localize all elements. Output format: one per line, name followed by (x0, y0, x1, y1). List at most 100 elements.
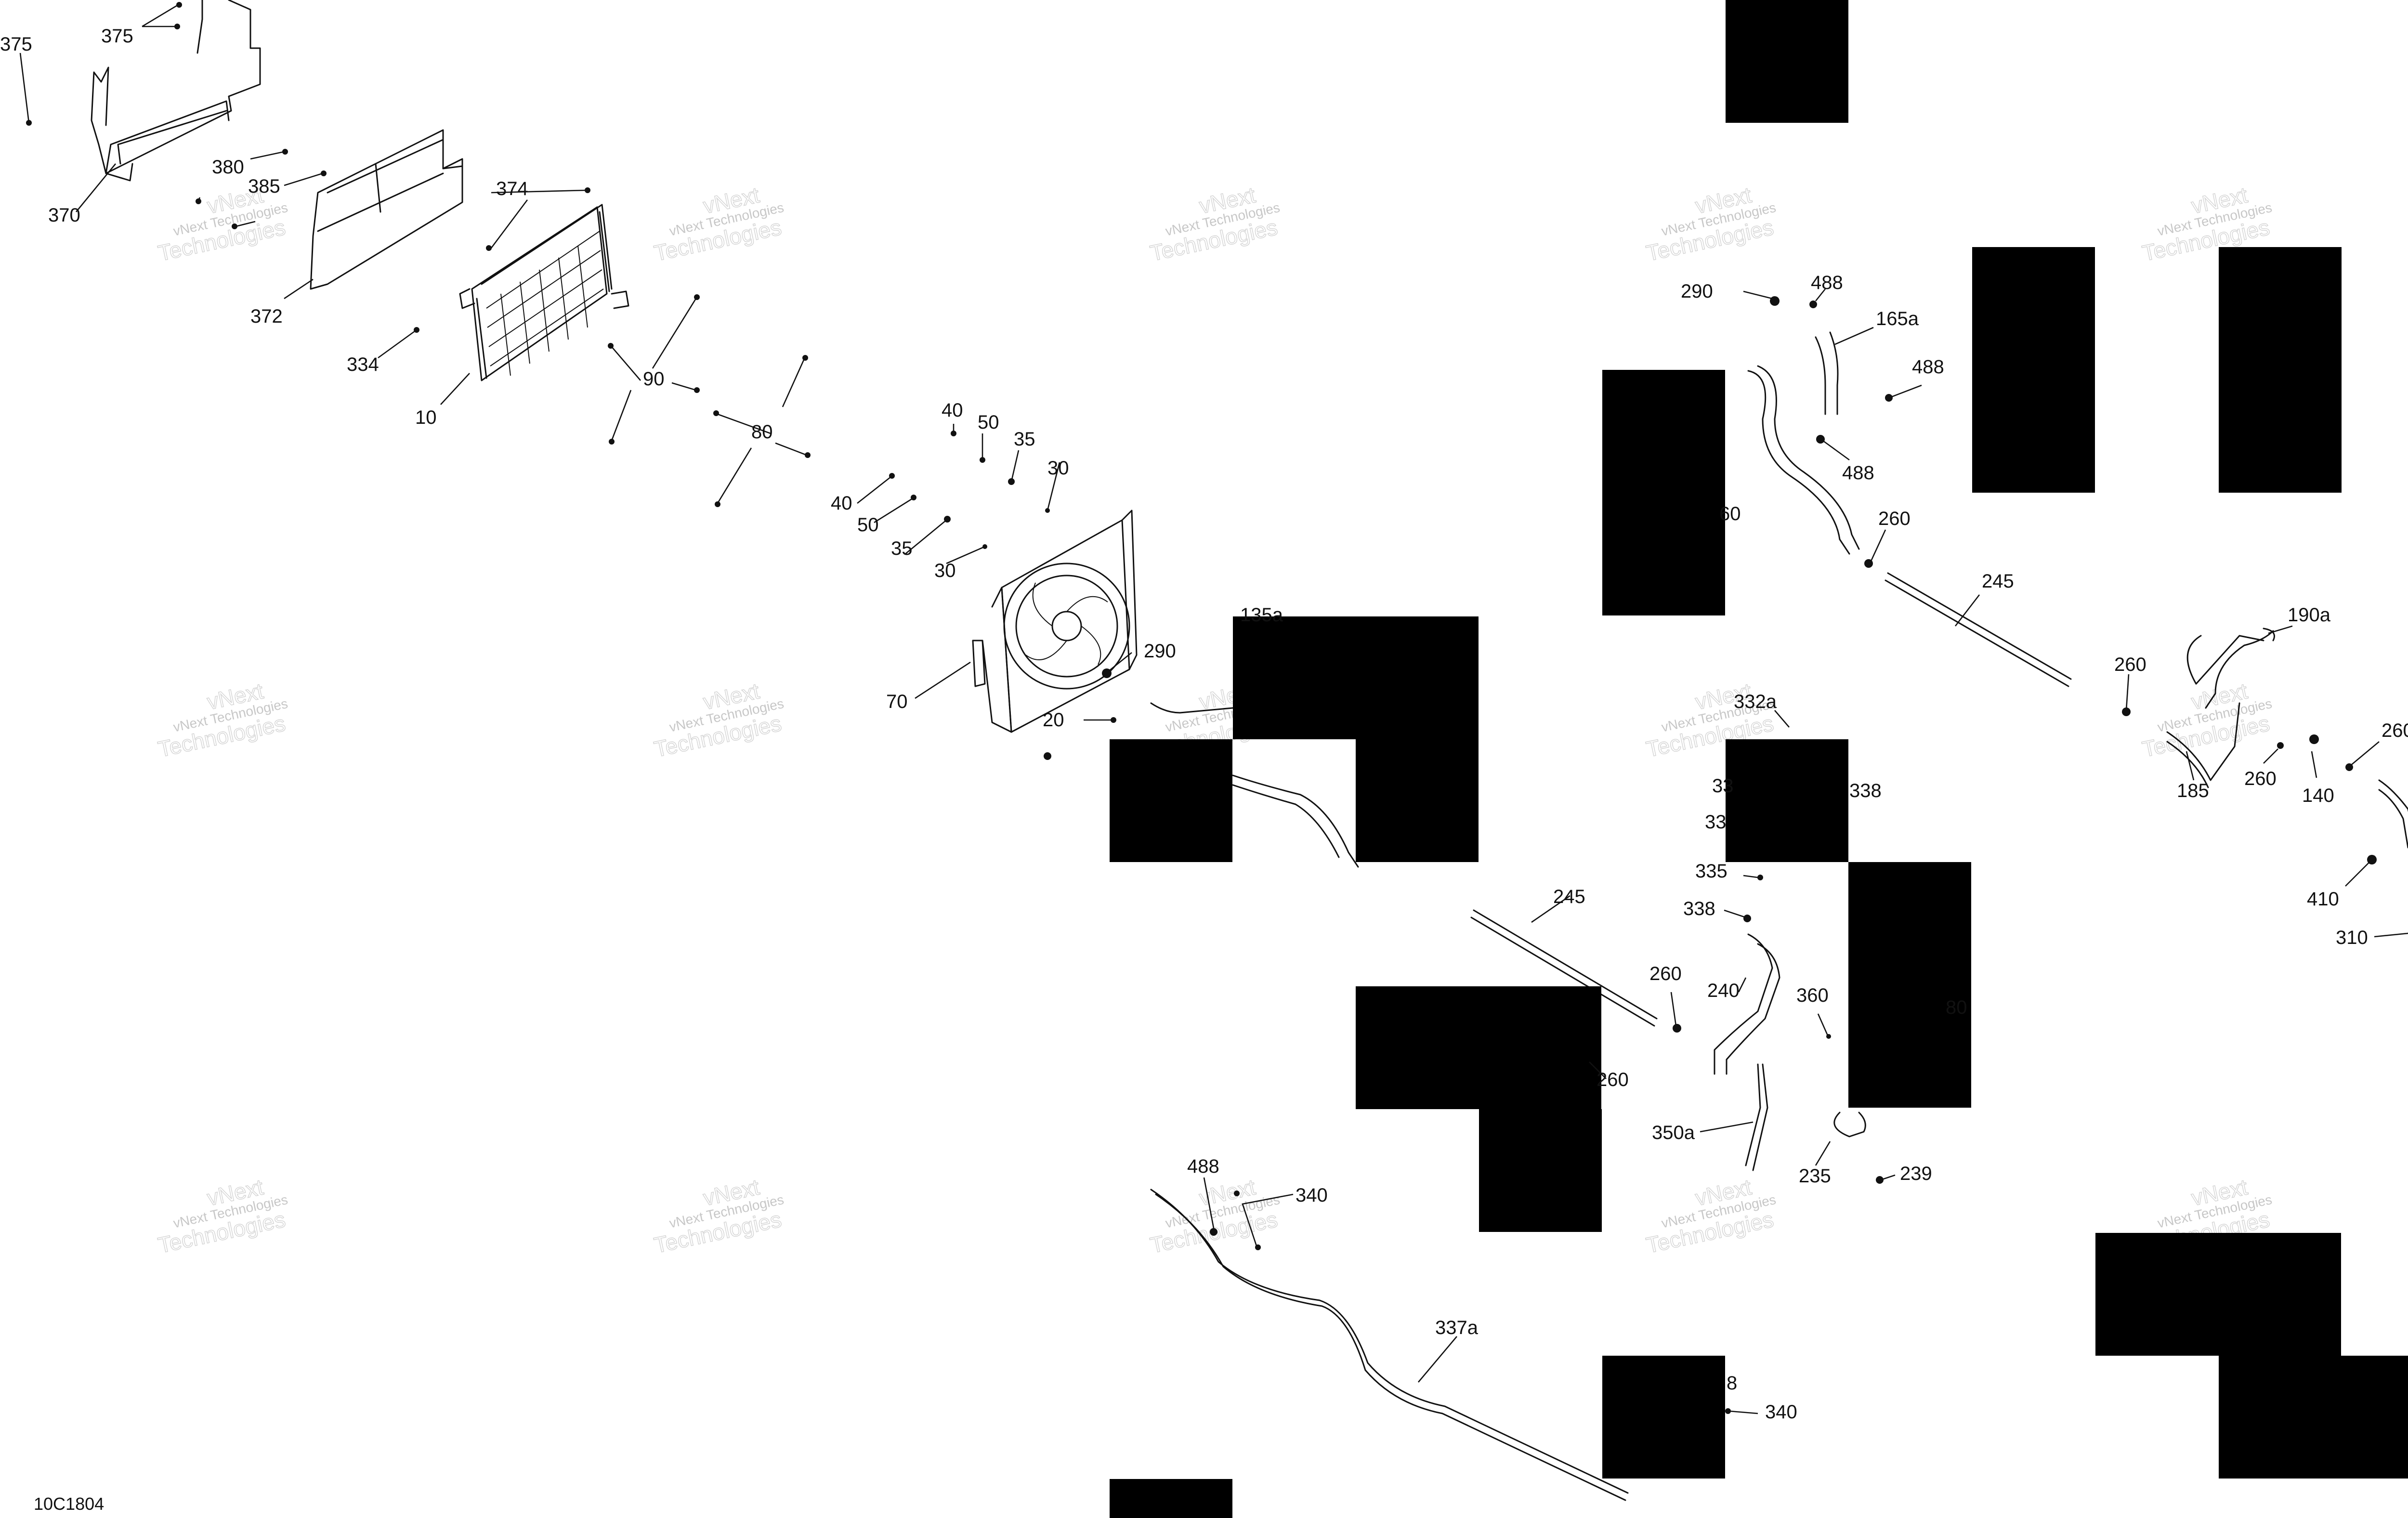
callout-label: 260 (2114, 654, 2146, 675)
hose-60 (1747, 365, 1860, 555)
redaction-block (1110, 739, 1232, 862)
callout-label: 350a (1652, 1122, 1695, 1143)
shroud (310, 129, 463, 290)
callout-label: 375 (0, 34, 32, 55)
callout-label: 337a (1435, 1317, 1479, 1338)
callout-label: 340 (1296, 1185, 1328, 1206)
callout-label: 372 (250, 306, 283, 327)
redaction-layer (1110, 0, 2408, 1518)
diagram-code: 10C1804 (34, 1494, 104, 1514)
callout-label: 340 (1765, 1401, 1797, 1423)
redaction-block (1972, 247, 2095, 493)
callout-label: 185 (2177, 780, 2209, 801)
watermark: vNext vNext Technologies Technologies (1644, 1174, 1777, 1258)
callout-label: 239 (1900, 1163, 1932, 1184)
callout-label: 334 (347, 354, 379, 375)
hose-235 (1833, 1112, 1866, 1138)
watermark: vNext vNext Technologies Technologies (1148, 1174, 1281, 1258)
redaction-block (1356, 986, 1601, 1109)
watermark: vNext vNext Technologies Technologies (2140, 678, 2273, 762)
callout-label: 245 (1553, 886, 1585, 907)
callout-label: 140 (2302, 785, 2334, 806)
callout-label: 488 (1842, 462, 1874, 484)
watermark: vNext vNext Technologies Technologies (156, 1174, 289, 1258)
callout-label: 240 (1707, 980, 1740, 1001)
hose-240 (1714, 933, 1780, 1075)
callout-label: 335 (1695, 861, 1727, 882)
redaction-block (1602, 1356, 1725, 1479)
fan-assembly (972, 510, 1138, 733)
radiator (459, 204, 629, 381)
callout-label: 80 (1946, 997, 1967, 1018)
tube-245-lower (1470, 909, 1658, 1027)
watermark: vNext vNext Technologies Technologies (1148, 182, 1281, 266)
callout-label: 360 (1796, 985, 1829, 1006)
callout-label: 20 (1043, 709, 1064, 731)
leader-lines (19, 2, 2408, 1414)
callout-label: 30 (934, 560, 956, 581)
redaction-block (1726, 0, 1848, 123)
callout-label: 338 (1683, 898, 1715, 919)
hose-165a (1815, 331, 1839, 415)
callout-label: 70 (886, 691, 908, 712)
callout-label: 338 (1849, 780, 1882, 801)
callout-label: 260 (2244, 768, 2277, 789)
watermark: vNext vNext Technologies Technologies (652, 1174, 785, 1258)
callout-label: 90 (643, 368, 665, 390)
callout-label: 332a (1734, 691, 1777, 712)
parts-layer (91, 0, 2408, 1501)
callout-label: 30 (1047, 458, 1069, 479)
redaction-block (1602, 370, 1725, 615)
callout-labels: 375 375 370 380 385 372 374 334 10 90 80… (0, 26, 2408, 1423)
watermark: vNext vNext Technologies Technologies (652, 182, 785, 266)
watermark: vNext vNext Technologies Technologies (1644, 182, 1777, 266)
redaction-block (1110, 1479, 1232, 1518)
callout-label: 488 (1912, 356, 1944, 378)
callout-label: 190a (2288, 604, 2331, 626)
hose-190a (2186, 628, 2275, 709)
redaction-block (1726, 739, 1848, 862)
callout-label: 310 (2336, 927, 2368, 948)
callout-label: 370 (48, 205, 80, 226)
bracket-350a (1745, 1063, 1768, 1171)
deflector-panel (91, 0, 261, 182)
tube-337a (1150, 1189, 1629, 1501)
callout-label: 40 (942, 400, 963, 421)
callout-label: 375 (101, 26, 133, 47)
watermark: vNext vNext Technologies Technologies (652, 678, 785, 762)
callout-label: 35 (891, 538, 913, 559)
callout-label: 380 (212, 157, 244, 178)
callout-label: 260 (1649, 963, 1682, 984)
redaction-block (1356, 739, 1479, 862)
callout-label: 410 (2307, 889, 2339, 910)
redaction-block (2095, 1233, 2341, 1356)
callout-label: 8 (1727, 1373, 1737, 1394)
redaction-block (2219, 1356, 2408, 1479)
callout-label: 488 (1811, 272, 1843, 293)
tube-245-upper (1885, 572, 2072, 687)
callout-label: 50 (857, 514, 879, 536)
callout-label: 33 (1705, 811, 1727, 833)
callout-label: 80 (751, 421, 773, 443)
callout-label: 235 (1799, 1165, 1831, 1187)
hose-135a (1150, 702, 1359, 868)
callout-label: 488 (1187, 1156, 1219, 1177)
callout-label: 10 (415, 407, 437, 428)
hose-185 (2166, 702, 2240, 788)
callout-label: 260 (1878, 508, 1911, 529)
callout-label: 35 (1014, 429, 1035, 450)
callout-label: 50 (978, 412, 999, 433)
callout-label: 260 (2382, 720, 2408, 741)
watermark: vNext vNext Technologies Technologies (156, 678, 289, 762)
hose-150 (2378, 779, 2408, 849)
callout-label: 260 (1597, 1069, 1629, 1090)
callout-label: 290 (1681, 281, 1713, 302)
callout-label: 165a (1876, 308, 1919, 329)
callout-label: 33 (1712, 775, 1734, 797)
redaction-block (1479, 1109, 1602, 1232)
redaction-block (2219, 247, 2342, 493)
callout-label: 60 (1719, 503, 1741, 524)
callout-label: 135a (1240, 604, 1283, 626)
callout-label: 245 (1982, 571, 2014, 592)
